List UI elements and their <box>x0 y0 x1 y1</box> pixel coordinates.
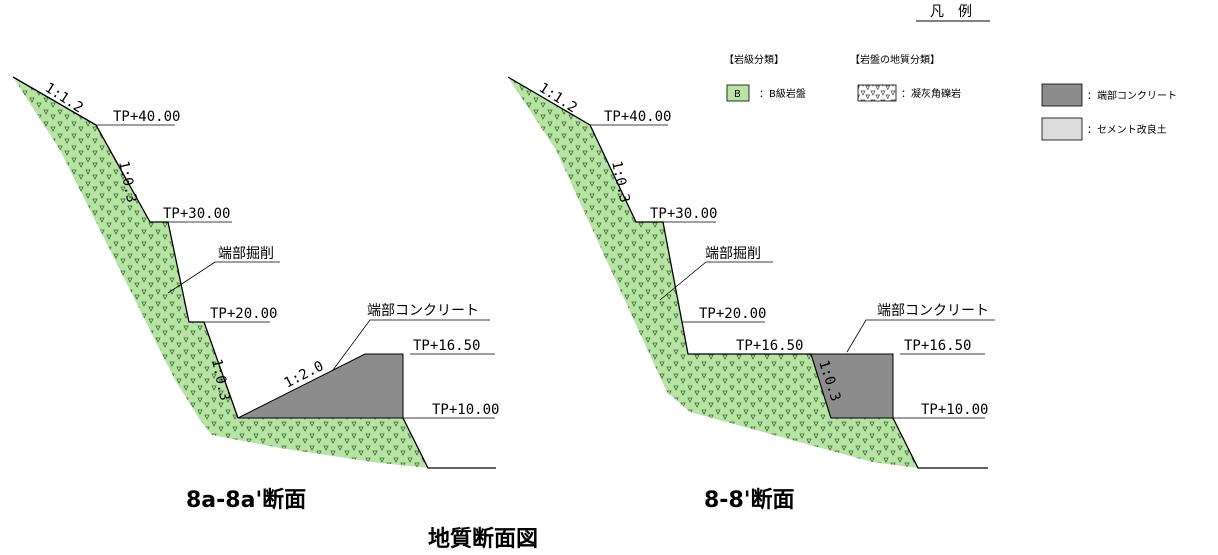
legend-cement-swatch <box>1041 117 1083 141</box>
legend: 凡 例 【岩級分類】 【岩盤の地質分類】 B ：B級岩盤 ：凝灰角礫岩 ：端部コ… <box>724 4 1177 141</box>
legend-concrete-swatch <box>1041 83 1083 107</box>
section-title: 8a-8a'断面 <box>186 487 306 513</box>
legend-cement-text: ：セメント改良土 <box>1087 123 1167 136</box>
tp30-label: TP+30.00 <box>163 206 230 222</box>
concrete-label: 端部コンクリート <box>367 303 479 319</box>
excavation-leader <box>167 261 280 294</box>
tp20-label: TP+20.00 <box>210 306 277 322</box>
main-title: 地質断面図 <box>428 526 538 552</box>
legend-concrete-text: ：端部コンクリート <box>1087 89 1177 102</box>
legend-tuff-breccia-swatch <box>857 84 897 102</box>
tp40-label: TP+40.00 <box>604 109 671 125</box>
legend-title: 凡 例 <box>930 4 972 20</box>
concrete-leader <box>846 319 995 353</box>
excavation-leader <box>659 261 773 301</box>
tp20-label: TP+20.00 <box>699 306 766 322</box>
tp30-label: TP+30.00 <box>650 206 717 222</box>
legend-rock-class-header: 【岩級分類】 <box>724 53 784 66</box>
ground-line <box>892 417 988 469</box>
tp165-label: TP+16.50 <box>413 338 480 354</box>
b-class-rock-band <box>13 77 428 468</box>
tp165-label: TP+16.50 <box>904 338 971 354</box>
legend-b-rock-swatch <box>726 84 750 102</box>
tp10-label: TP+10.00 <box>432 402 499 418</box>
tp10-label: TP+10.00 <box>921 402 988 418</box>
end-concrete-block <box>237 353 404 419</box>
tp165-left-label: TP+16.50 <box>736 338 803 354</box>
excavation-label: 端部掘削 <box>218 246 274 262</box>
excavation-label: 端部掘削 <box>705 246 761 262</box>
legend-b-symbol: B <box>734 89 741 100</box>
excavation-surface-line <box>507 76 832 419</box>
section-8: TP+40.00 TP+30.00 TP+20.00 TP+16.50 TP+1… <box>507 76 995 513</box>
tp40-label: TP+40.00 <box>113 109 180 125</box>
section-8a: TP+40.00 TP+30.00 TP+20.00 TP+16.50 TP+1… <box>12 76 499 513</box>
legend-tuff-breccia-text: ：凝灰角礫岩 <box>901 87 961 100</box>
ground-line <box>402 417 496 469</box>
concrete-leader <box>332 319 490 371</box>
legend-b-rock-text: ：B級岩盤 <box>759 87 806 100</box>
concrete-label: 端部コンクリート <box>877 303 989 319</box>
legend-geology-header: 【岩盤の地質分類】 <box>850 53 940 66</box>
section-title: 8-8'断面 <box>704 487 794 513</box>
